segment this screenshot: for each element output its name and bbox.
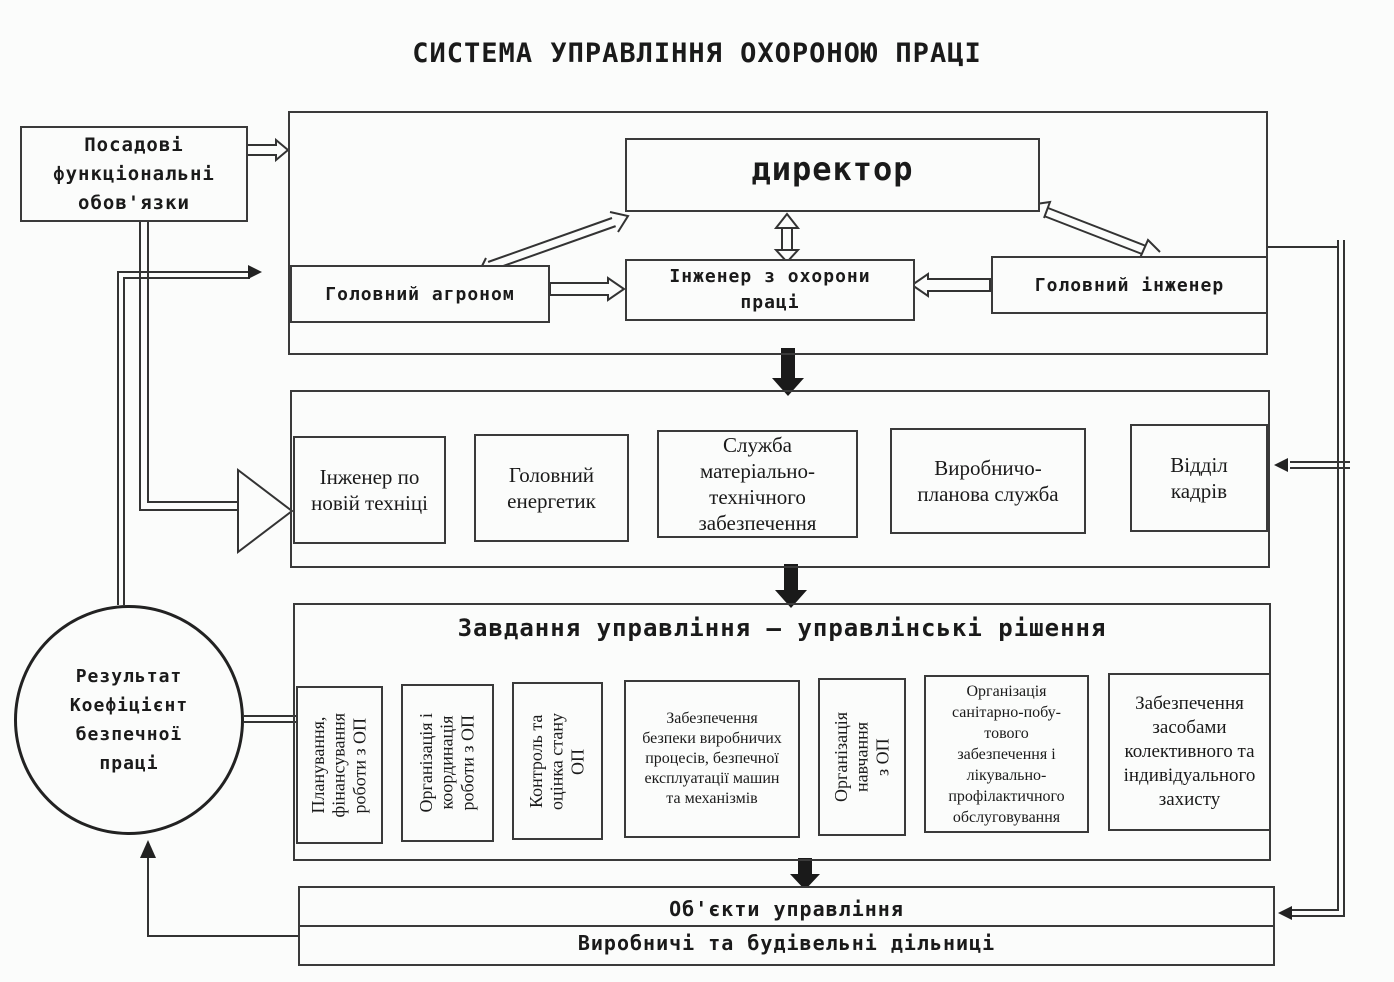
objects-divider bbox=[300, 925, 1273, 927]
chief-agronomist-box: Головний агроном bbox=[290, 265, 550, 323]
task-coordination: Організація і координація роботи з ОП bbox=[401, 684, 494, 842]
duties-box: Посадові функціональні обов'язки bbox=[20, 126, 248, 222]
services-panel bbox=[290, 390, 1270, 568]
director-box: директор bbox=[625, 138, 1040, 212]
service-chief-energetic: Головний енергетик bbox=[474, 434, 629, 542]
task-control: Контроль та оцінка стану ОП bbox=[512, 682, 603, 840]
objects-line1: Об'єкти управління bbox=[669, 897, 904, 921]
service-new-tech-engineer: Інженер по новій техніці bbox=[293, 436, 446, 544]
tasks-header: Завдання управління – управлінські рішен… bbox=[457, 614, 1107, 642]
diagram-title: СИСТЕМА УПРАВЛІННЯ ОХОРОНОЮ ПРАЦІ bbox=[412, 38, 982, 69]
objects-line2: Виробничі та будівельні дільниці bbox=[577, 931, 996, 955]
task-protective-equipment: Забезпечення засобами колективного та ін… bbox=[1108, 673, 1271, 831]
task-sanitary-service: Організація санітарно-побу- тового забез… bbox=[924, 675, 1089, 833]
management-panel bbox=[288, 111, 1268, 355]
safety-engineer-box: Інженер з охорони праці bbox=[625, 259, 915, 321]
result-circle: Результат Коефіцієнт безпечної праці bbox=[14, 605, 244, 835]
service-hr-department: Відділ кадрів bbox=[1130, 424, 1268, 532]
service-production-planning: Виробничо- планова служба bbox=[890, 428, 1086, 534]
task-training: Організація навчання з ОП bbox=[818, 678, 906, 836]
task-planning: Планування, фінансування роботи з ОП bbox=[296, 686, 383, 844]
objects-box: Об'єкти управління Виробничі та будівель… bbox=[298, 886, 1275, 966]
service-logistics: Служба матеріально- технічного забезпече… bbox=[657, 430, 858, 538]
task-process-safety: Забезпечення безпеки виробничих процесів… bbox=[624, 680, 800, 838]
chief-engineer-box: Головний інженер bbox=[991, 256, 1268, 314]
